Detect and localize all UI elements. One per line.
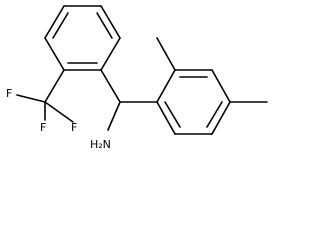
amine-label: H₂N: [90, 138, 111, 151]
trifluoromethyl-group: F F F: [6, 69, 77, 134]
ring2-double-bond-2: [206, 101, 223, 128]
ring1-double-bond-2: [96, 12, 113, 39]
ring2-double-bond-3: [164, 101, 181, 128]
fluorine-label-left: F: [6, 87, 12, 100]
ring1-bond-4: [100, 37, 121, 71]
methyl-groups: [156, 37, 268, 103]
ring2-bond-1: [156, 69, 176, 103]
ring1-bond-1: [44, 5, 65, 39]
ring2-bond-3: [211, 69, 231, 103]
ortho-methyl-bond: [156, 37, 176, 71]
ring2-bond-6: [156, 101, 176, 135]
molecule-structure: F F F H₂N: [6, 5, 268, 151]
ring2-bond-4: [211, 101, 231, 135]
fluorine-label-bottom-left: F: [40, 121, 46, 134]
ring1-bond-3: [100, 5, 121, 39]
ch-to-n-bond: [107, 101, 121, 131]
c-f-bond-right: [44, 101, 74, 123]
ring1-to-ch-bond: [100, 69, 121, 103]
fluorine-label-bottom-right: F: [71, 121, 77, 134]
ring1-double-bond-1: [52, 12, 69, 39]
right-benzene-ring: [156, 69, 231, 135]
ring-to-cf3-bond: [44, 69, 65, 103]
ring1-bond-6: [44, 37, 65, 71]
left-benzene-ring: [44, 5, 121, 71]
c-f-bond-left: [16, 94, 46, 103]
central-methine: H₂N: [90, 69, 158, 151]
